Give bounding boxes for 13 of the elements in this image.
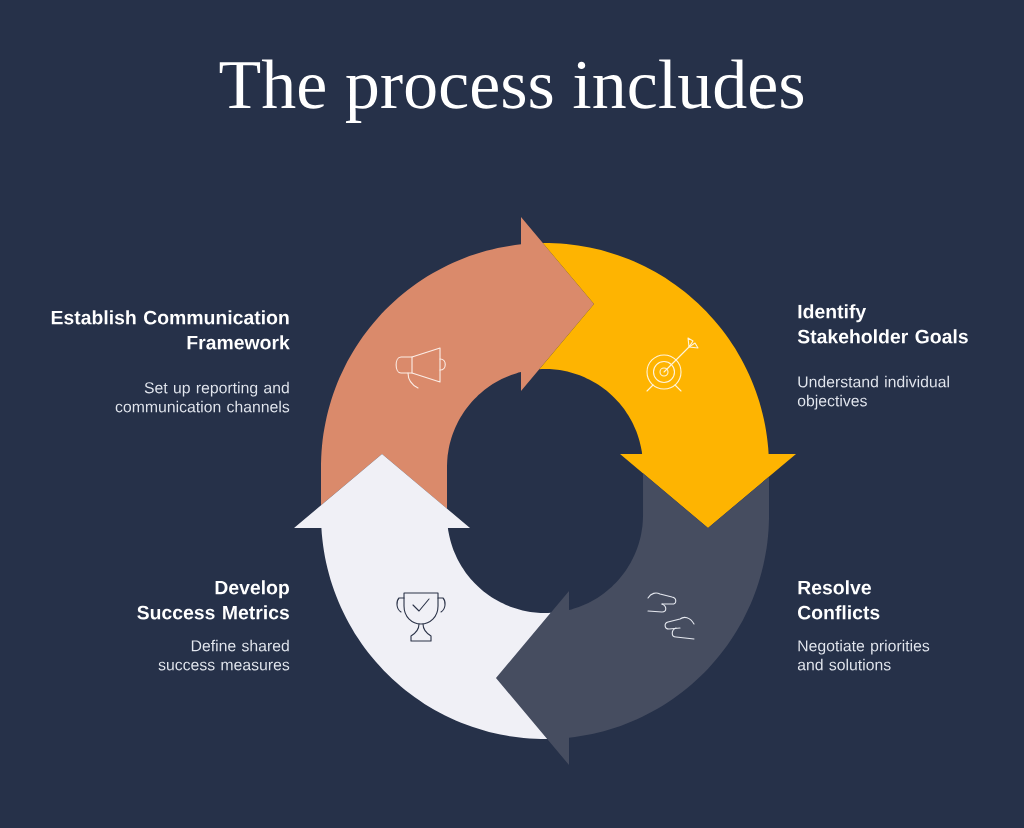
cycle-segment: [321, 217, 594, 509]
step-description: Set up reporting and communication channels: [115, 381, 290, 413]
step-heading: Identify Stakeholder Goals: [797, 304, 968, 344]
step-heading: Resolve Conflicts: [798, 580, 880, 620]
title: The process includes: [219, 59, 804, 123]
step-heading: Develop Success Metrics: [137, 580, 289, 620]
step-description: Negotiate priorities and solutions: [797, 639, 930, 671]
step-heading: Establish Communication Framework: [51, 310, 290, 350]
step-description: Define shared success measures: [158, 639, 290, 671]
cycle-segment: [294, 454, 551, 739]
step-description: Understand individual objectives: [797, 375, 949, 410]
cycle-segment: [496, 473, 769, 765]
cycle-segment: [539, 243, 796, 528]
